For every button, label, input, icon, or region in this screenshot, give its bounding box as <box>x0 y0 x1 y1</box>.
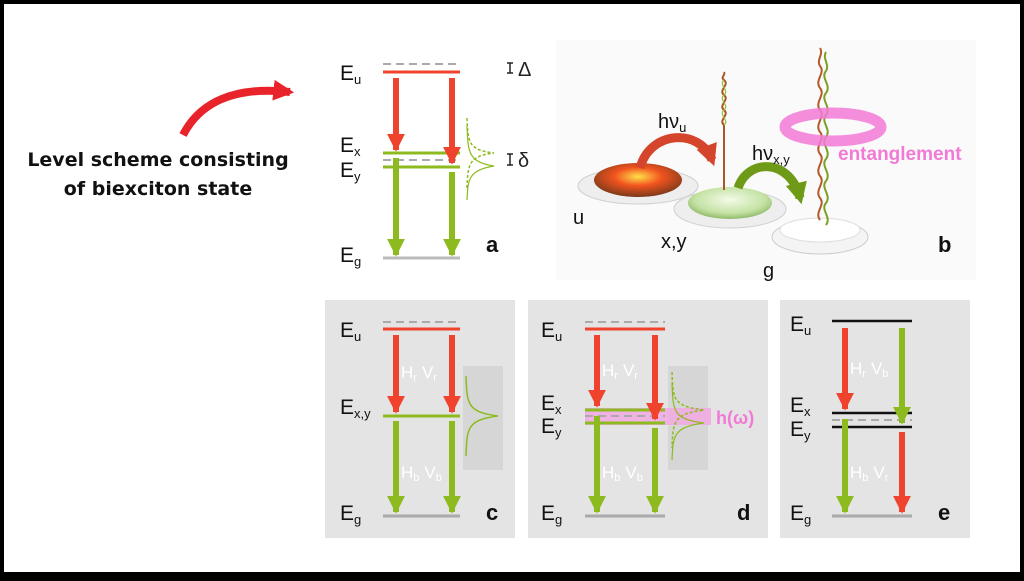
label-g: g <box>763 260 774 282</box>
label-ey: Ey <box>541 415 562 440</box>
delta-marker-small <box>507 153 513 166</box>
quantum-dot-u <box>594 163 682 197</box>
emission-arrow-u <box>635 133 717 170</box>
label-ex: Ex <box>790 394 811 419</box>
label-xy: x,y <box>661 231 687 253</box>
label-ey: Ey <box>790 418 811 443</box>
label-hv-xy: hνx,y <box>752 143 790 167</box>
panel-c-peak-box <box>463 366 503 470</box>
label-exy: Ex,y <box>340 396 371 421</box>
label-eu: Eu <box>340 62 361 87</box>
peak-x <box>466 117 495 189</box>
quantum-dot-g <box>779 217 861 243</box>
quantum-dot-xy <box>688 187 772 219</box>
label-ex: Ex <box>541 392 562 417</box>
peak-y <box>466 125 495 201</box>
panel-b-background <box>556 40 976 280</box>
label-ex: Ex <box>340 134 361 159</box>
label-eu: Eu <box>541 319 562 344</box>
panel-letter-c: c <box>486 500 498 525</box>
label-eg: Eg <box>340 244 361 269</box>
entanglement-ring <box>779 107 887 147</box>
panel-b: hνu hνx,y entanglement u x,y g b <box>556 40 976 282</box>
delta-big-label: Δ <box>518 59 531 81</box>
peak-x <box>671 371 705 449</box>
panel-letter-b: b <box>938 232 951 257</box>
label-entanglement: entanglement <box>838 144 962 165</box>
callout-text: Level scheme consisting of biexciton sta… <box>8 146 308 204</box>
panel-letter-d: d <box>737 500 750 525</box>
label-u: u <box>573 207 584 229</box>
label-eg: Eg <box>541 502 562 527</box>
photon-xy-1 <box>817 47 823 221</box>
peak-y <box>671 381 705 461</box>
label-eu: Eu <box>790 313 811 338</box>
peak-xy <box>465 375 499 457</box>
callout-line-1: Level scheme consisting <box>27 149 289 171</box>
label-eu: Eu <box>340 319 361 344</box>
delta-marker-big <box>507 62 513 74</box>
label-h-omega: h(ω) <box>716 408 754 428</box>
delta-small-label: δ <box>518 150 529 172</box>
callout-line-2: of biexciton state <box>63 178 253 200</box>
emission-arrow-xy <box>733 162 807 205</box>
label-eg: Eg <box>340 502 361 527</box>
label-eg: Eg <box>790 502 811 527</box>
label-ey: Ey <box>340 159 361 184</box>
callout-arrow <box>179 79 295 137</box>
panel-letter-a: a <box>486 232 499 257</box>
panel-letter-e: e <box>938 500 950 525</box>
label-hv-u: hνu <box>658 111 686 135</box>
